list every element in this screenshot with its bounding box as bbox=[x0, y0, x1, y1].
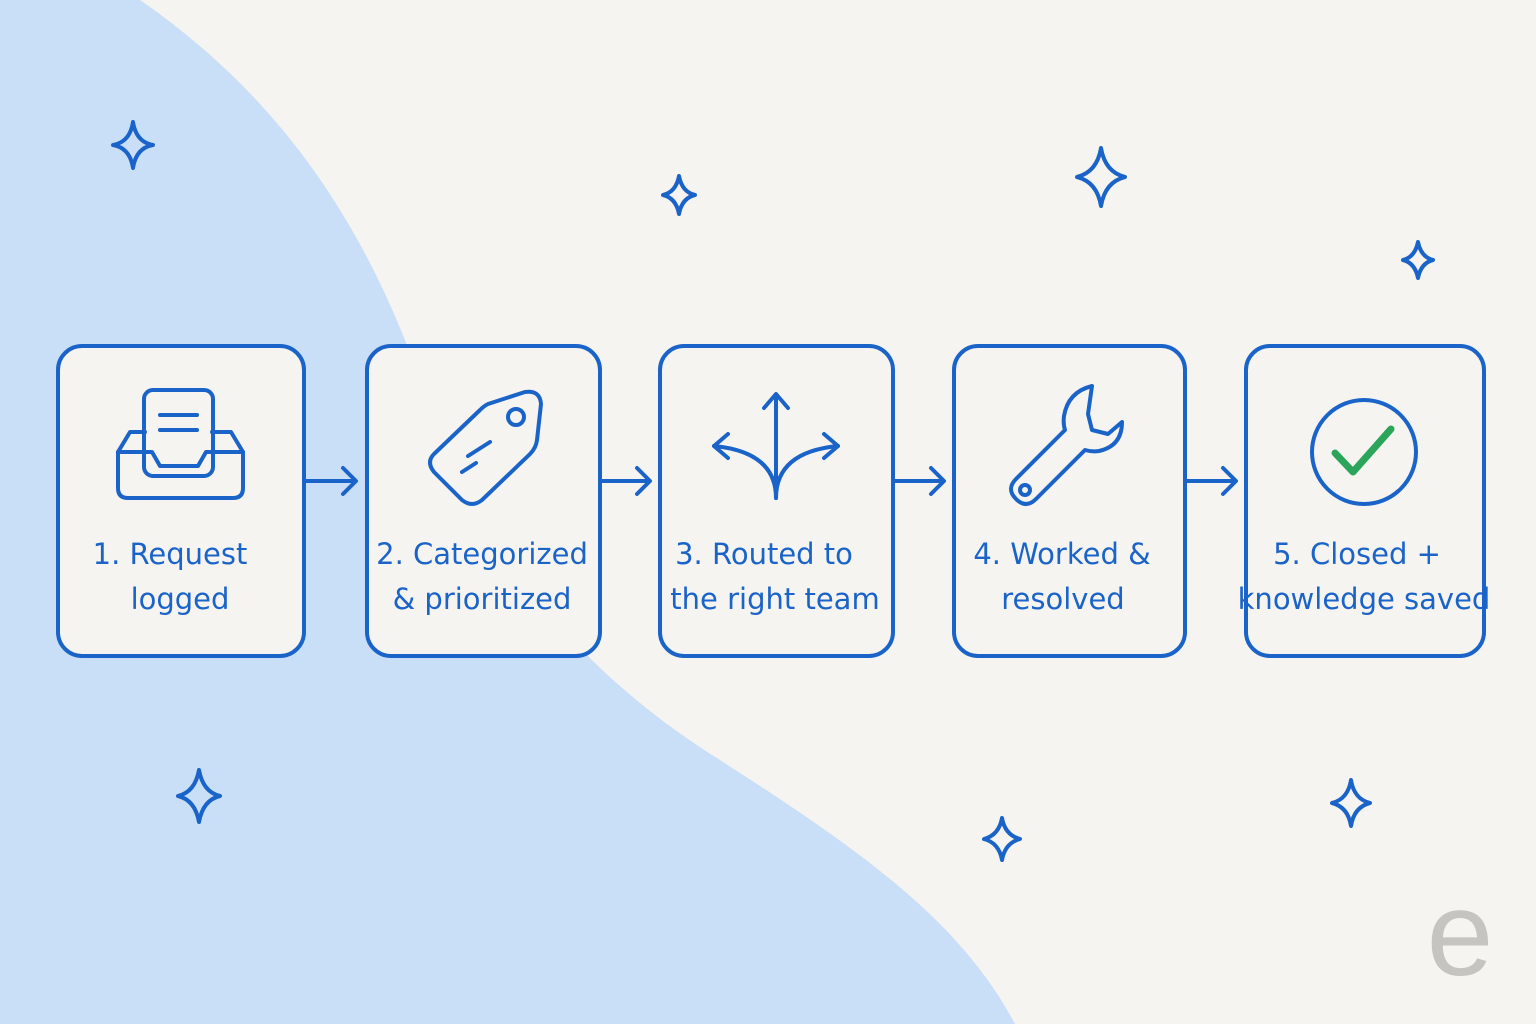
step-box bbox=[56, 344, 306, 658]
sparkles bbox=[111, 120, 1435, 862]
watermark-logo: e bbox=[1427, 867, 1494, 1001]
sparkle-icon bbox=[1075, 146, 1127, 208]
wrench-icon bbox=[1009, 384, 1124, 506]
step-box bbox=[952, 344, 1187, 658]
sparkle-icon bbox=[111, 120, 155, 170]
step-4-line-1: 4. Worked & bbox=[973, 537, 1150, 571]
step-1-line-1: 1. Request bbox=[93, 537, 248, 571]
step-1-line-2: logged bbox=[131, 582, 230, 616]
arrow-icon bbox=[1185, 466, 1238, 496]
sparkle-icon bbox=[1401, 240, 1435, 280]
step-card-1: 1. Request logged bbox=[56, 344, 306, 658]
step-5-line-2: knowledge saved bbox=[1238, 582, 1491, 616]
sparkle-icon bbox=[176, 768, 222, 824]
checkmark-circle-icon bbox=[1310, 398, 1418, 506]
arrow-icon bbox=[304, 466, 358, 496]
sparkle-icon bbox=[1330, 778, 1372, 828]
step-card-4: 4. Worked & resolved bbox=[952, 344, 1187, 658]
inbox-tray-icon bbox=[116, 388, 245, 500]
arrow-icon bbox=[600, 466, 652, 496]
step-5-line-1: 5. Closed + bbox=[1273, 537, 1441, 571]
arrow-icon bbox=[893, 466, 946, 496]
step-3-line-2: the right team bbox=[670, 582, 879, 616]
tag-icon bbox=[428, 389, 543, 506]
step-2-line-1: 2. Categorized bbox=[376, 537, 588, 571]
step-card-3: 3. Routed to the right team bbox=[658, 344, 895, 658]
step-card-5: 5. Closed + knowledge saved bbox=[1238, 344, 1491, 658]
sparkle-icon bbox=[661, 174, 697, 216]
background-blob bbox=[0, 0, 1015, 1024]
step-3-line-1: 3. Routed to bbox=[675, 537, 853, 571]
connector-arrows bbox=[304, 466, 1238, 496]
step-2-line-2: & prioritized bbox=[393, 582, 572, 616]
step-box bbox=[658, 344, 895, 658]
step-card-2: 2. Categorized & prioritized bbox=[365, 344, 602, 658]
split-arrows-icon bbox=[712, 392, 840, 500]
step-4-line-2: resolved bbox=[1001, 582, 1124, 616]
step-box bbox=[1244, 344, 1486, 658]
sparkle-icon bbox=[982, 816, 1022, 862]
